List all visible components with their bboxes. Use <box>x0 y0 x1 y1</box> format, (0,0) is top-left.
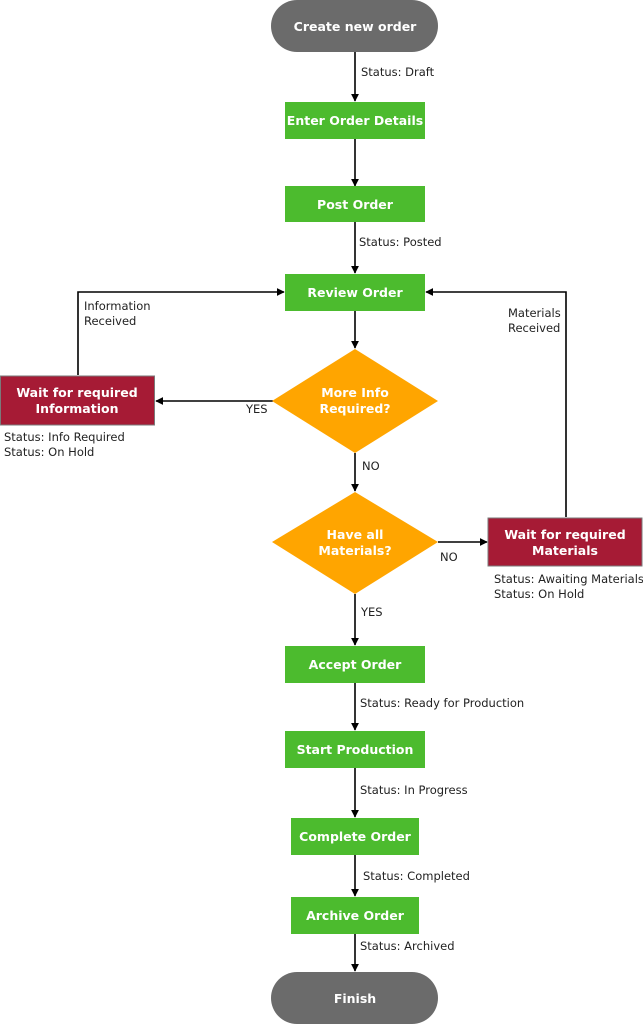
status-awaiting-materials-label: Status: Awaiting Materials <box>494 572 643 586</box>
accept-order-label: Accept Order <box>309 657 402 672</box>
post-order-box <box>285 186 425 222</box>
accept-order-box <box>285 646 425 683</box>
have-materials-decision <box>272 492 438 594</box>
enter-details-box <box>285 102 425 139</box>
status-info-required-label: Status: Info Required <box>4 430 125 444</box>
no-info-label: NO <box>362 459 380 473</box>
status-draft-label: Status: Draft <box>361 65 435 79</box>
status-archived-label: Status: Archived <box>360 939 455 953</box>
have-materials-label-line2: Materials? <box>318 543 391 558</box>
wait-info-box <box>0 375 155 426</box>
materials-received-label-line1: Materials <box>508 306 561 320</box>
wait-materials-label-line1: Wait for required <box>504 527 625 542</box>
no-materials-label: NO <box>440 550 458 564</box>
enter-details-label: Enter Order Details <box>287 113 423 128</box>
complete-order-box <box>291 818 419 855</box>
status-in-progress-label: Status: In Progress <box>360 783 468 797</box>
have-materials-label-line1: Have all <box>327 527 384 542</box>
review-order-label: Review Order <box>307 285 403 300</box>
start-production-box <box>285 731 425 768</box>
complete-order-label: Complete Order <box>299 829 412 844</box>
status-on-hold-materials-label: Status: On Hold <box>494 587 584 601</box>
finish-terminal <box>271 972 438 1024</box>
archive-order-label: Archive Order <box>306 908 405 923</box>
wait-info-label-line1: Wait for required <box>16 385 137 400</box>
start-terminal <box>271 0 438 52</box>
wait-info-label-line2: Information <box>36 401 119 416</box>
start-production-label: Start Production <box>297 742 414 757</box>
start-label: Create new order <box>294 19 418 34</box>
edge-materials-received <box>425 288 567 517</box>
info-received-label-line2: Received <box>84 314 136 328</box>
status-on-hold-info-label: Status: On Hold <box>4 445 94 459</box>
yes-info-label: YES <box>245 402 268 416</box>
yes-materials-label: YES <box>360 605 383 619</box>
status-completed-label: Status: Completed <box>363 869 470 883</box>
wait-materials-box <box>487 517 643 567</box>
finish-label: Finish <box>334 991 376 1006</box>
more-info-decision <box>272 349 438 453</box>
more-info-label-line1: More Info <box>321 385 389 400</box>
review-order-box <box>285 274 425 311</box>
status-posted-label: Status: Posted <box>359 235 442 249</box>
more-info-label-line2: Required? <box>319 401 390 416</box>
info-received-label-line1: Information <box>84 299 151 313</box>
archive-order-box <box>291 897 419 934</box>
edge-info-received <box>77 288 285 375</box>
status-ready-label: Status: Ready for Production <box>360 696 524 710</box>
wait-materials-label-line2: Materials <box>532 543 598 558</box>
materials-received-label-line2: Received <box>508 321 560 335</box>
post-order-label: Post Order <box>317 197 394 212</box>
